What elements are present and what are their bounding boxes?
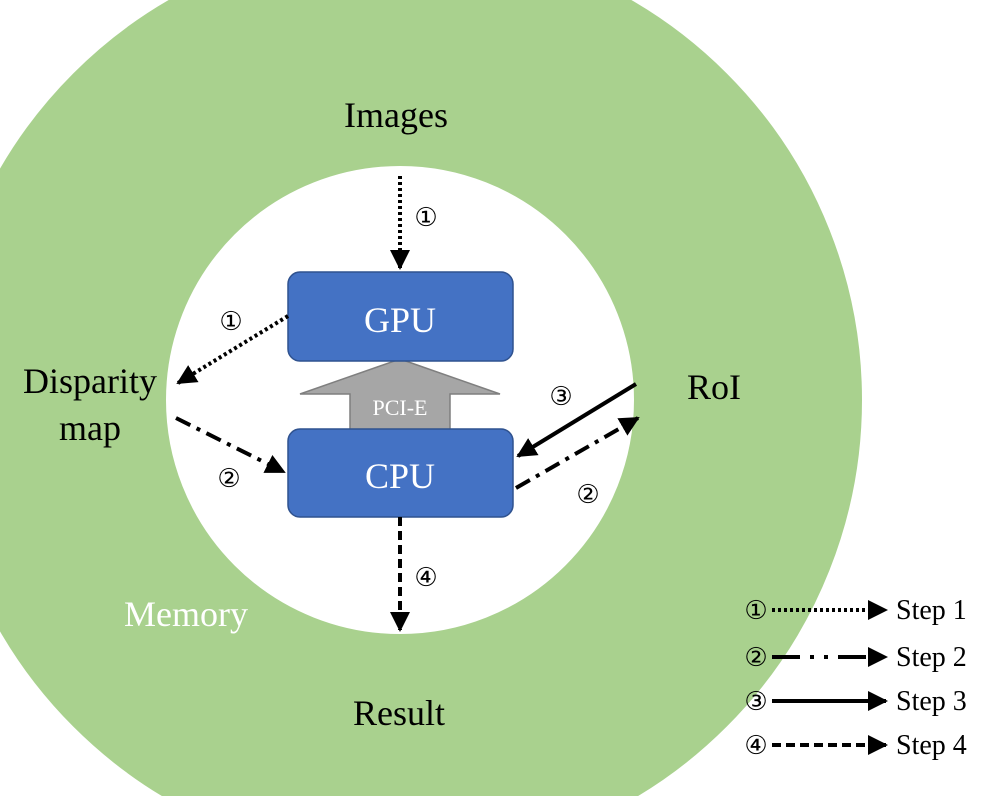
step-marker-cpu-to-roi: ② (576, 480, 599, 510)
legend-marker-step-2: ② (744, 643, 767, 673)
legend-label-step-3: Step 3 (896, 686, 967, 717)
gpu-label: GPU (364, 300, 436, 340)
legend-marker-step-3: ③ (744, 687, 767, 717)
arrow-disparity-to-cpu (175, 416, 286, 474)
roi-label: RoI (687, 367, 741, 407)
arrow-cpu-to-roi (515, 416, 640, 490)
arrow-roi-to-cpu (516, 382, 638, 458)
cpu-label: CPU (365, 456, 435, 496)
disparity-map-label-line1: Disparity (23, 361, 157, 401)
step-marker-images-to-gpu: ① (414, 203, 437, 233)
memory-label: Memory (124, 594, 248, 634)
legend-label-step-1: Step 1 (896, 595, 967, 626)
disparity-map-label-line2: map (59, 408, 121, 448)
legend-item-step-4: ④ Step 4 (744, 730, 966, 761)
legend-item-step-1: ① Step 1 (744, 595, 966, 626)
memory-ring (0, 0, 862, 796)
step-marker-gpu-to-disparity: ① (219, 307, 242, 337)
legend-label-step-2: Step 2 (896, 642, 967, 673)
legend-marker-step-4: ④ (744, 731, 767, 761)
step-marker-disparity-to-cpu: ② (217, 464, 240, 494)
legend-label-step-4: Step 4 (896, 730, 967, 761)
legend: ① Step 1 ② Step 2 ③ Step 3 ④ Step 4 (744, 595, 966, 761)
legend-item-step-2: ② Step 2 (744, 642, 966, 673)
step-marker-roi-to-cpu: ③ (549, 382, 572, 412)
pcie-bus-label: PCI-E (373, 395, 428, 420)
step-marker-cpu-to-result: ④ (414, 563, 437, 593)
result-label: Result (353, 693, 445, 733)
legend-item-step-3: ③ Step 3 (744, 686, 966, 717)
legend-marker-step-1: ① (744, 596, 767, 626)
images-label: Images (344, 95, 448, 135)
